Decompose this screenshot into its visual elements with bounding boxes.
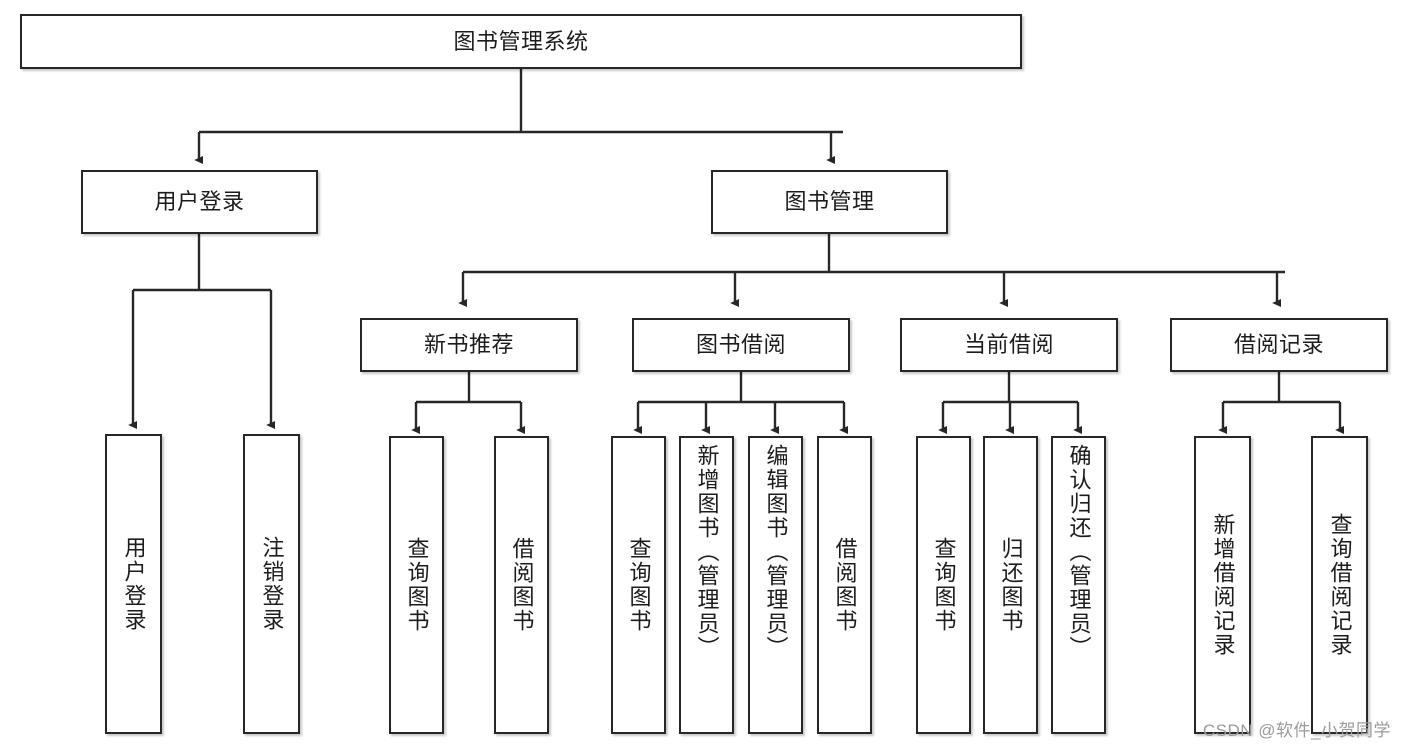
leaf-borrow-record-query-label: 查询借阅记录 (1327, 513, 1353, 657)
leaf-new-book-borrow-label: 借阅图书 (509, 537, 535, 633)
node-book-management[interactable]: 图书管理 (711, 170, 948, 234)
node-user-login[interactable]: 用户登录 (81, 170, 318, 234)
node-current-borrow-label: 当前借阅 (963, 332, 1054, 358)
edge-userlogin-to-leaves (128, 234, 276, 430)
leaf-book-borrow-lend[interactable]: 借阅图书 (817, 436, 872, 734)
edge-borrowrecord-to-leaves (1218, 372, 1345, 435)
edge-newbook-to-leaves (411, 372, 526, 435)
leaf-book-borrow-query-label: 查询图书 (626, 537, 652, 633)
leaf-borrow-record-query[interactable]: 查询借阅记录 (1311, 436, 1368, 734)
csdn-watermark: CSDN @软件_小贺同学 (1202, 721, 1391, 740)
leaf-new-book-query-label: 查询图书 (404, 537, 430, 633)
leaf-book-borrow-add-label: 新增图书（管理员） (694, 444, 720, 660)
leaf-current-borrow-confirm-return[interactable]: 确认归还（管理员） (1051, 436, 1106, 734)
edge-bookmgmt-to-level2 (458, 234, 1285, 308)
leaf-current-borrow-query[interactable]: 查询图书 (916, 436, 971, 734)
node-user-login-label: 用户登录 (154, 189, 245, 215)
edge-currentborrow-to-leaves (938, 372, 1083, 435)
leaf-current-borrow-return-label: 归还图书 (998, 537, 1024, 633)
node-book-management-label: 图书管理 (784, 189, 875, 215)
leaf-book-borrow-edit[interactable]: 编辑图书（管理员） (748, 436, 803, 734)
leaf-current-borrow-query-label: 查询图书 (931, 537, 957, 633)
node-root-system[interactable]: 图书管理系统 (20, 14, 1022, 69)
leaf-book-borrow-add[interactable]: 新增图书（管理员） (679, 436, 734, 734)
node-root-system-label: 图书管理系统 (453, 28, 589, 54)
edge-root-to-level1 (194, 69, 843, 165)
leaf-new-book-query[interactable]: 查询图书 (389, 436, 444, 734)
leaf-borrow-record-add-label: 新增借阅记录 (1210, 513, 1236, 657)
leaf-current-borrow-return[interactable]: 归还图书 (983, 436, 1038, 734)
node-new-book-recommend[interactable]: 新书推荐 (360, 318, 578, 372)
leaf-book-borrow-lend-label: 借阅图书 (832, 537, 858, 633)
leaf-current-borrow-confirm-return-label: 确认归还（管理员） (1066, 444, 1092, 660)
leaf-user-login-signin[interactable]: 用户登录 (105, 434, 162, 734)
edge-bookborrow-to-leaves (633, 372, 849, 435)
leaf-book-borrow-query[interactable]: 查询图书 (611, 436, 666, 734)
leaf-user-login-signout-label: 注销登录 (259, 536, 285, 632)
leaf-borrow-record-add[interactable]: 新增借阅记录 (1194, 436, 1251, 734)
node-borrow-record-label: 借阅记录 (1233, 332, 1324, 358)
node-book-borrow-label: 图书借阅 (695, 332, 786, 358)
node-borrow-record[interactable]: 借阅记录 (1170, 318, 1388, 372)
node-current-borrow[interactable]: 当前借阅 (900, 318, 1118, 372)
leaf-book-borrow-edit-label: 编辑图书（管理员） (763, 444, 789, 660)
leaf-new-book-borrow[interactable]: 借阅图书 (494, 436, 549, 734)
node-new-book-recommend-label: 新书推荐 (423, 332, 514, 358)
node-book-borrow[interactable]: 图书借阅 (632, 318, 850, 372)
leaf-user-login-signout[interactable]: 注销登录 (243, 434, 300, 734)
leaf-user-login-signin-label: 用户登录 (121, 536, 147, 632)
